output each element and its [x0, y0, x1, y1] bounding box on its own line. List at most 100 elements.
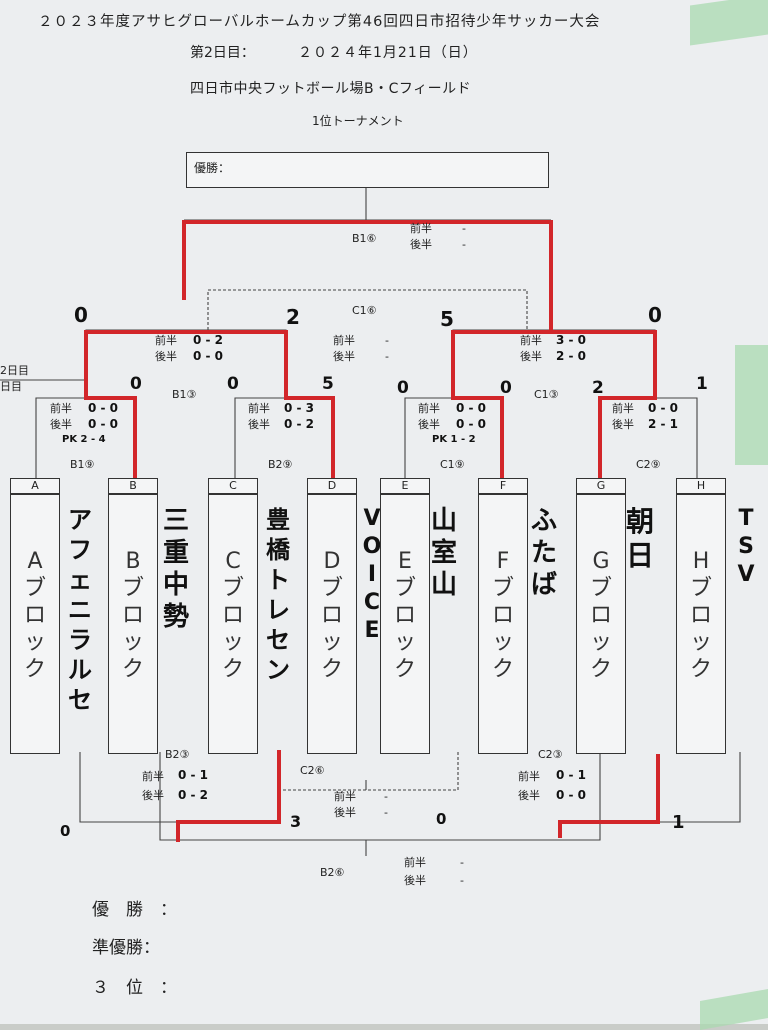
qf-left-second-label: 後半 — [155, 350, 177, 363]
c19-code: C1⑨ — [440, 458, 465, 471]
result-runner-up: 準優勝： — [92, 938, 160, 958]
qf-left-score-r: 2 — [286, 305, 300, 329]
final-second-score: - — [462, 238, 466, 251]
c29-score-r: 1 — [696, 374, 708, 394]
b29-code: B2⑨ — [268, 458, 293, 471]
edge-mark-bottom: 日目 — [0, 380, 22, 393]
b19-code: B1⑨ — [70, 458, 95, 471]
final-first-label: 前半 — [410, 222, 432, 235]
team-name-g: 朝日 — [625, 505, 654, 572]
b13-score-l: 0 — [130, 374, 142, 394]
c23-first-label: 前半 — [518, 770, 540, 783]
b19-second-score: 0 - 0 — [88, 417, 119, 431]
b23-second-score: 0 - 2 — [178, 788, 209, 802]
team-name-c: 豊橋トレセン — [266, 506, 290, 684]
b19-first-score: 0 - 0 — [88, 401, 119, 415]
c23-second-label: 後半 — [518, 789, 540, 802]
b26-code: B2⑥ — [320, 866, 345, 879]
c26-first-label: 前半 — [334, 790, 356, 803]
block-letter-a: A — [10, 478, 60, 494]
b23-score-l: 0 — [60, 822, 71, 840]
b23-code: B2③ — [165, 748, 190, 761]
b13-code: B1③ — [172, 388, 197, 401]
final-code: B1⑥ — [352, 232, 377, 245]
edge-mark-top: 2日目 — [0, 364, 29, 377]
b23-score-r: 3 — [290, 812, 302, 831]
c13-code: C1③ — [534, 388, 559, 401]
qf-left-second-score: 0 - 0 — [193, 349, 224, 363]
b29-second-score: 0 - 2 — [284, 417, 315, 431]
bracket-name: 1位トーナメント — [312, 114, 404, 128]
c23-score-r: 1 — [672, 812, 685, 833]
c19-first-label: 前半 — [418, 402, 440, 415]
b13-score-r: 0 — [227, 374, 239, 394]
c29-second-score: 2 - 1 — [648, 417, 679, 431]
c19-score-l: 0 — [397, 378, 409, 398]
result-third: ３ 位 ： — [92, 978, 177, 998]
block-letter-c: C — [208, 478, 258, 494]
b19-first-label: 前半 — [50, 402, 72, 415]
qf-left-score-l: 0 — [74, 303, 88, 327]
c29-first-score: 0 - 0 — [648, 401, 679, 415]
champion-box-label: 優勝： — [194, 161, 231, 175]
c26-first-score: - — [384, 790, 388, 803]
block-letter-e: E — [380, 478, 430, 494]
block-box-a — [10, 494, 60, 754]
qf-right-first-label: 前半 — [520, 334, 542, 347]
b23-first-label: 前半 — [142, 770, 164, 783]
final-first-score: - — [462, 222, 466, 235]
c23-first-score: 0 - 1 — [556, 768, 587, 782]
block-box-c — [208, 494, 258, 754]
team-name-e: 山室山 — [430, 506, 457, 600]
block-letter-b: B — [108, 478, 158, 494]
c26-second-score: - — [384, 806, 388, 819]
block-letter-h: H — [676, 478, 726, 494]
sf-first-label: 前半 — [333, 334, 355, 347]
b19-second-label: 後半 — [50, 418, 72, 431]
c29-code: C2⑨ — [636, 458, 661, 471]
block-box-h — [676, 494, 726, 754]
b19-pk: PK 2 - 4 — [62, 434, 106, 445]
c19-second-label: 後半 — [418, 418, 440, 431]
qf-right-second-score: 2 - 0 — [556, 349, 587, 363]
c26-code: C2⑥ — [300, 764, 325, 777]
sf-second-label: 後半 — [333, 350, 355, 363]
sf-top-code: C1⑥ — [352, 304, 377, 317]
block-letter-f: F — [478, 478, 528, 494]
day-label: 第2日目： — [190, 45, 255, 61]
c29-second-label: 後半 — [612, 418, 634, 431]
qf-right-score-l: 5 — [440, 307, 454, 331]
tape-right — [735, 345, 768, 465]
c19-first-score: 0 - 0 — [456, 401, 487, 415]
result-champion: 優 勝 ： — [92, 900, 177, 920]
block-box-b — [108, 494, 158, 754]
b29-second-label: 後半 — [248, 418, 270, 431]
block-box-d — [307, 494, 357, 754]
block-box-e — [380, 494, 430, 754]
c19-score-r: 0 — [500, 378, 512, 398]
b29-score-r: 5 — [322, 374, 334, 394]
qf-right-first-score: 3 - 0 — [556, 333, 587, 347]
b23-first-score: 0 - 1 — [178, 768, 209, 782]
b26-second-score: - — [460, 874, 464, 887]
sf-second-score: - — [385, 350, 389, 363]
b26-second-label: 後半 — [404, 874, 426, 887]
qf-left-first-score: 0 - 2 — [193, 333, 224, 347]
qf-right-score-r: 0 — [648, 303, 662, 327]
team-name-b: 三重中勢 — [162, 506, 189, 632]
b26-first-score: - — [460, 856, 464, 869]
qf-right-second-label: 後半 — [520, 350, 542, 363]
c29-score-l: 2 — [592, 378, 604, 398]
c19-pk: PK 1 - 2 — [432, 434, 476, 445]
team-name-f: ふたば — [530, 506, 557, 600]
